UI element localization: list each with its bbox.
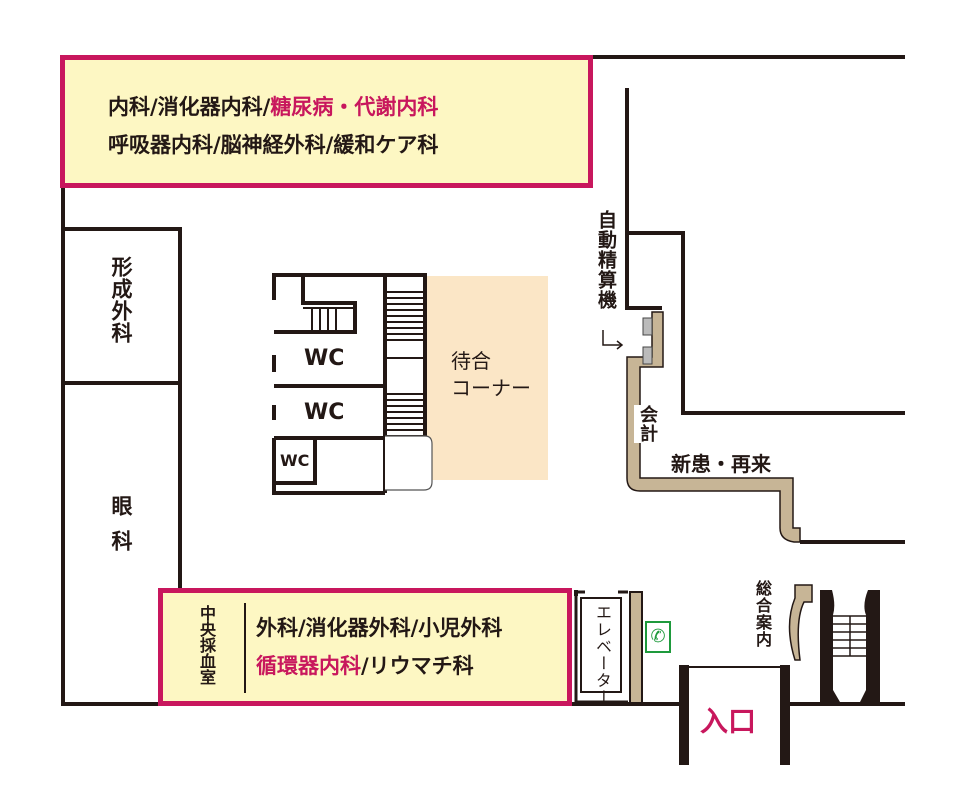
department-label: 外科/消化器外科/小児外科 [256,616,503,640]
department-box-top: 内科/消化器内科/糖尿病・代謝内科 呼吸器内科/脳神経外科/緩和ケア科 [60,55,593,188]
room-plastic-surgery: 形成外科 [109,256,133,344]
restroom-label: WC [304,346,345,371]
restroom-label: WC [304,400,345,425]
waiting-area [425,276,548,480]
elevator [580,597,622,693]
divider [244,603,246,693]
payment-kiosk [642,317,653,336]
waiting-label: 待合 [451,349,491,373]
payment-kiosk [642,346,653,365]
elevator-label: エレベーター [593,604,612,706]
department-label-highlight: 循環器内科 [256,654,361,678]
department-label: 呼吸器内科/脳神経外科/緩和ケア科 [108,133,439,157]
department-label: /リウマチ科 [361,654,474,678]
cashier-label: 会計 [634,405,660,443]
arrow-icon [602,330,622,346]
department-label-highlight: 糖尿病・代謝内科 [270,95,439,119]
reception-label: 新患・再来 [671,452,771,476]
blood-collection-room: 中央採血室 [197,605,216,685]
room-ophthalmology: 眼科 [109,495,133,565]
phone-icon: ✆ [645,621,671,653]
department-label: 内科/消化器内科/ [108,95,271,119]
department-box-bottom: 中央採血室 外科/消化器外科/小児外科 循環器内科/リウマチ科 [158,588,572,706]
auto-payment-label: 自動精算機 [595,210,617,310]
stairs-right [820,590,880,705]
restroom-label: WC [280,451,310,470]
information-desk [788,584,813,661]
waiting-label: コーナー [451,376,531,400]
stairs-center [385,291,425,449]
entrance-label: 入口 [700,705,757,738]
information-label: 総合案内 [753,580,772,648]
